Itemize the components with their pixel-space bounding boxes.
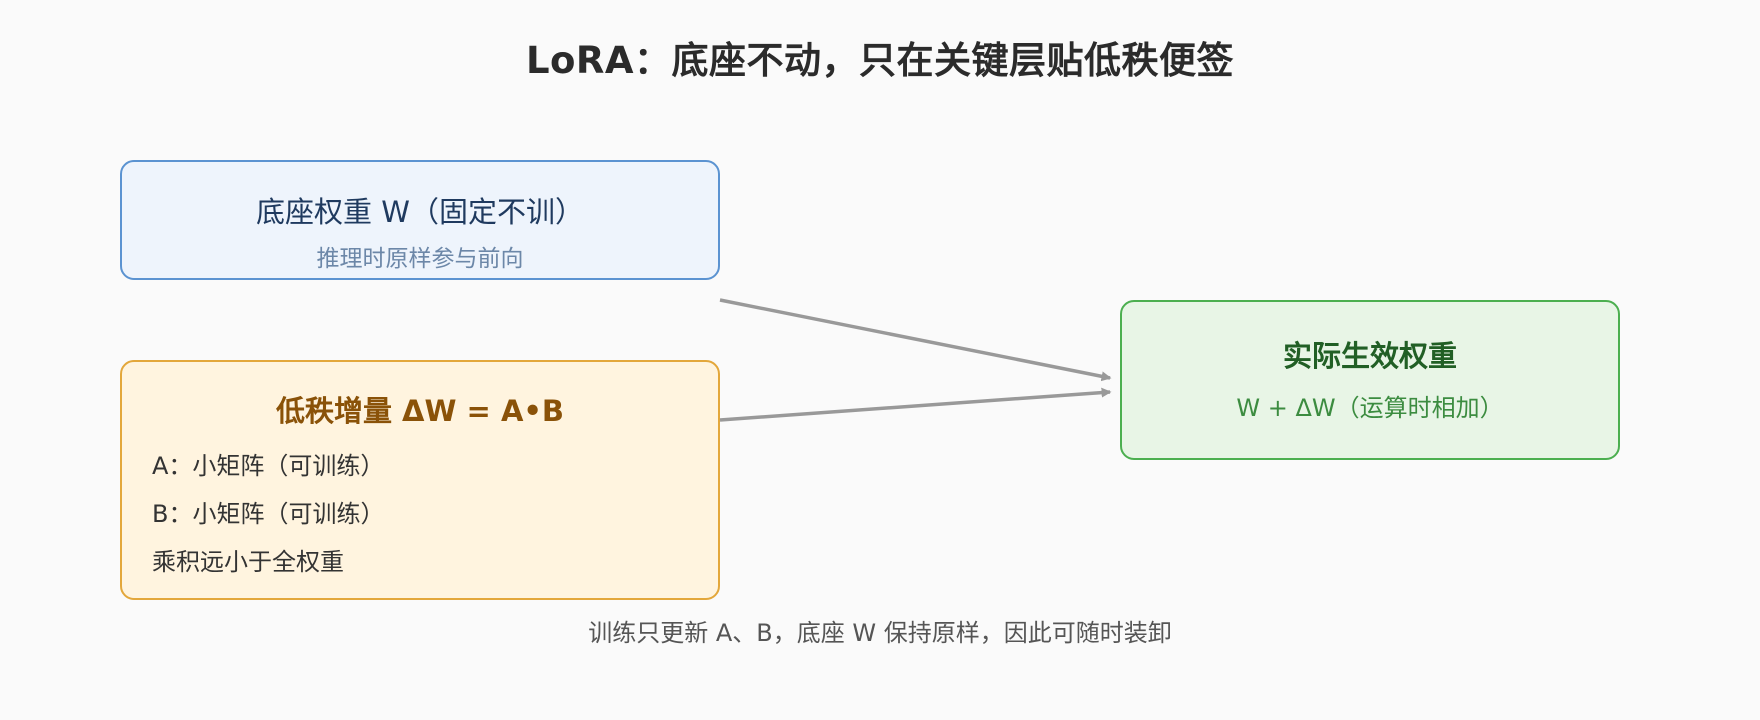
arrow-delta-to-result xyxy=(719,387,1112,422)
diagram-title: LoRA：底座不动，只在关键层贴低秩便签 xyxy=(525,39,1235,82)
effective-weight-formula: W + ΔW（运算时相加） xyxy=(1236,394,1504,422)
matrix-a-line: A：小矩阵（可训练） xyxy=(152,452,385,480)
base-weight-subtitle: 推理时原样参与前向 xyxy=(316,246,524,272)
low-rank-delta-box: 低秩增量 ΔW = A•B A：小矩阵（可训练） B：小矩阵（可训练） 乘积远小… xyxy=(120,360,720,600)
effective-weight-title: 实际生效权重 xyxy=(1282,339,1457,373)
matrix-b-line: B：小矩阵（可训练） xyxy=(152,500,385,528)
product-note-line: 乘积远小于全权重 xyxy=(152,548,344,576)
low-rank-delta-title: 低秩增量 ΔW = A•B xyxy=(275,394,565,428)
effective-weight-box: 实际生效权重 W + ΔW（运算时相加） xyxy=(1120,300,1620,460)
footnote: 训练只更新 A、B，底座 W 保持原样，因此可随时装卸 xyxy=(588,619,1172,647)
base-weight-title: 底座权重 W（固定不训） xyxy=(256,195,584,229)
base-weight-box: 底座权重 W（固定不训） 推理时原样参与前向 xyxy=(120,160,720,280)
arrow-base-to-result xyxy=(719,298,1112,382)
